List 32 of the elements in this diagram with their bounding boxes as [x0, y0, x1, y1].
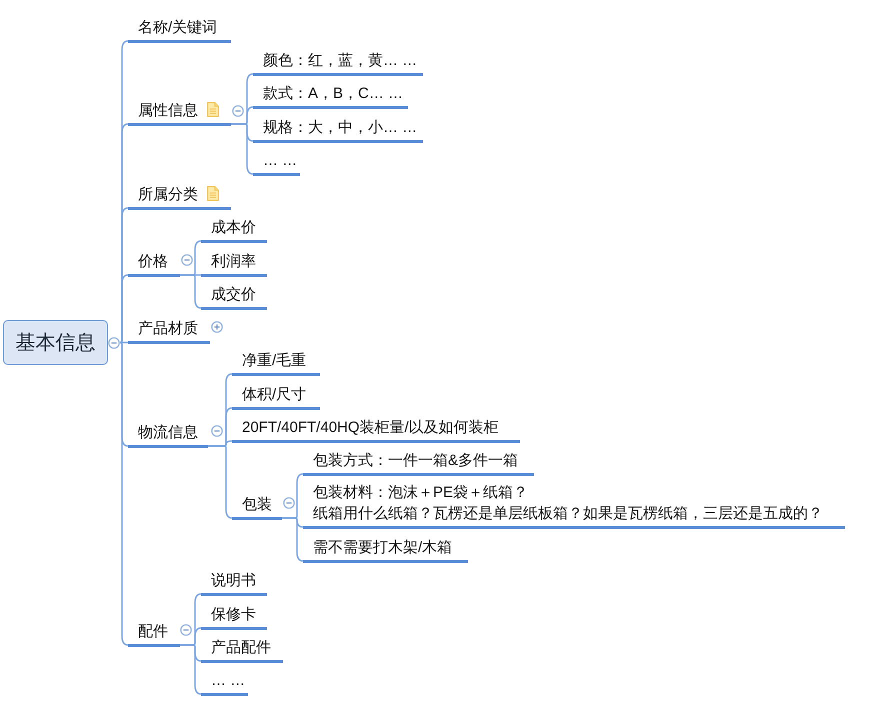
- underlined-topic: [303, 482, 845, 529]
- underlined-topic: 需不需要打木架/木箱: [303, 536, 468, 563]
- underlined-topic: … …: [253, 149, 300, 176]
- connector-line: [180, 274, 202, 309]
- connector-line: [180, 644, 202, 695]
- connector-line: [282, 517, 304, 562]
- underlined-topic: 物流信息: [128, 421, 208, 448]
- underlined-topic: 名称/关键词: [128, 16, 231, 43]
- root-box: 基本信息: [3, 320, 108, 365]
- connector-line: [119, 274, 128, 344]
- underlined-topic: 说明书: [201, 569, 267, 596]
- underlined-topic: 颜色：红，蓝，黄… …: [253, 49, 423, 76]
- underlined-topic: 价格: [128, 250, 180, 277]
- connector-line: [231, 123, 254, 175]
- underlined-topic: 款式：A，B，C… …: [253, 82, 408, 109]
- connector-line: [208, 445, 232, 519]
- connector-line: [119, 342, 128, 646]
- underlined-topic: 包装: [232, 493, 282, 520]
- underlined-topic: 规格：大，中，小… …: [253, 116, 423, 143]
- underlined-topic: 成交价: [201, 283, 267, 310]
- underlined-topic: 利润率: [201, 250, 267, 277]
- underlined-topic: 包装方式：一件一箱&多件一箱: [303, 449, 534, 476]
- topic-text: 纸箱用什么纸箱？瓦楞还是单层纸板箱？如果是瓦楞纸箱，三层还是五成的？: [313, 504, 824, 524]
- topic-text: 包装材料：泡沫＋PE袋＋纸箱？: [313, 483, 530, 503]
- underlined-topic: 产品材质: [128, 317, 210, 344]
- underlined-topic: 体积/尺寸: [232, 383, 320, 410]
- underlined-topic: 产品配件: [201, 636, 283, 663]
- underlined-topic: 保修卡: [201, 603, 267, 630]
- underlined-topic: 成本价: [201, 216, 267, 243]
- underlined-topic: 净重/毛重: [232, 349, 320, 376]
- underlined-topic: … …: [201, 669, 248, 696]
- underlined-topic: 20FT/40FT/40HQ装柜量/以及如何装柜: [232, 416, 520, 443]
